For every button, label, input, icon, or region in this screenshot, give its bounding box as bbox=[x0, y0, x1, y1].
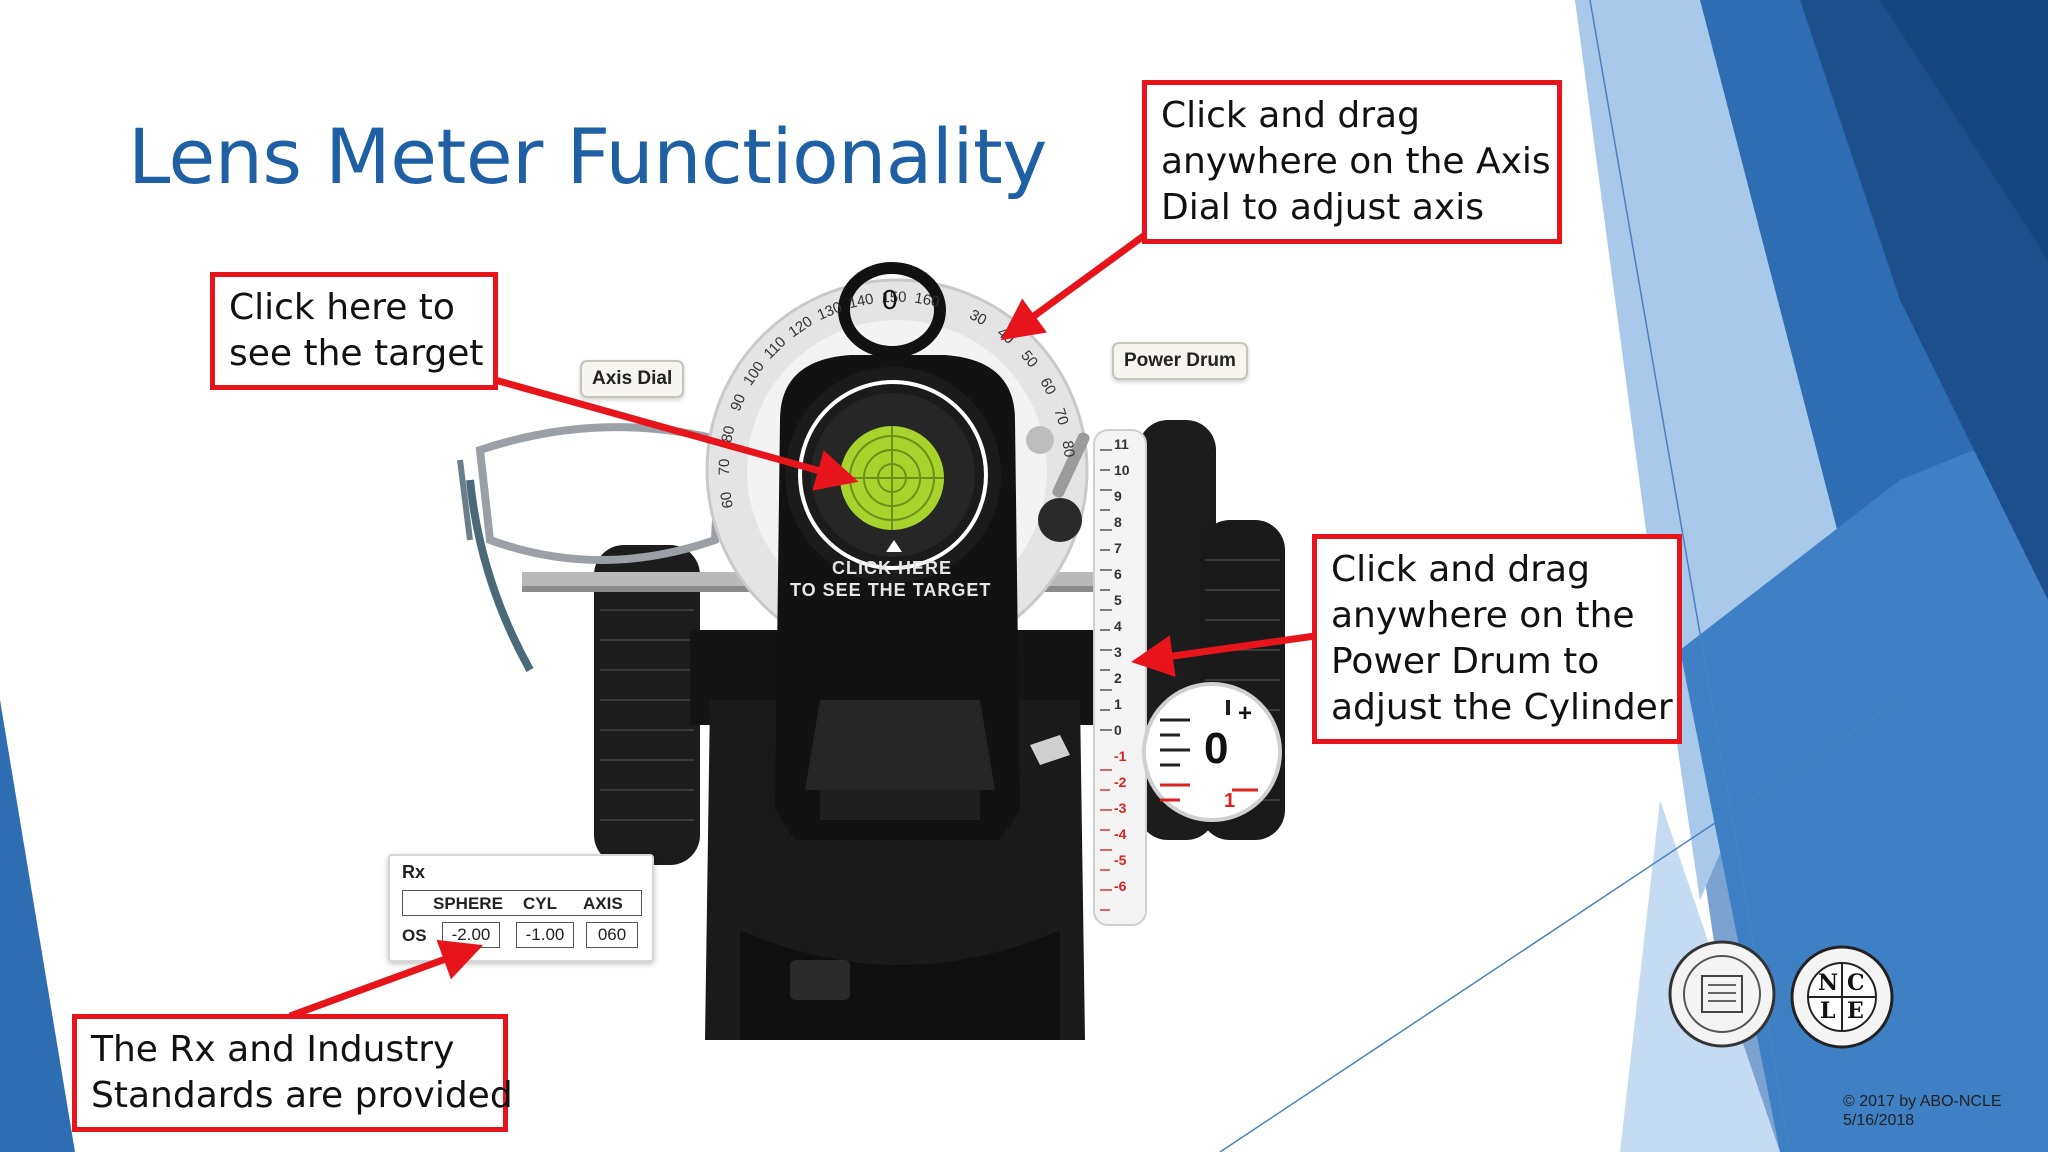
drum-number: 11 bbox=[1114, 436, 1129, 452]
callout-drum-line: adjust the Cylinder bbox=[1331, 687, 1673, 728]
drum-number: 5 bbox=[1114, 592, 1122, 608]
target-hint-line2[interactable]: TO SEE THE TARGET bbox=[790, 580, 992, 600]
callout-drum-line: Click and drag bbox=[1331, 549, 1590, 590]
axis-tick-label: 70 bbox=[716, 459, 733, 476]
ncle-letter-n: N bbox=[1818, 970, 1839, 996]
ncle-seal-icon bbox=[1790, 945, 1894, 1049]
arrow-to-target bbox=[494, 376, 859, 491]
drum-number: 6 bbox=[1114, 566, 1122, 582]
drum-number: 0 bbox=[1114, 722, 1122, 738]
ncle-letter-e: E bbox=[1847, 998, 1864, 1024]
rx-cyl-value: -1.00 bbox=[516, 922, 574, 948]
callout-drum-line: anywhere on the bbox=[1331, 595, 1635, 636]
callout-rx-line: Standards are provided bbox=[91, 1075, 513, 1116]
footer-date: 5/16/2018 bbox=[1843, 1112, 1915, 1129]
drum-number: -3 bbox=[1114, 800, 1127, 816]
arrow-to-rx bbox=[288, 939, 484, 1020]
axis-tick-label: 70 bbox=[1050, 406, 1071, 427]
drum-number: -4 bbox=[1114, 826, 1127, 842]
ncle-letter-l: L bbox=[1820, 998, 1836, 1024]
axis-tick-label: 80 bbox=[1059, 440, 1078, 459]
axis-tick-label: 80 bbox=[718, 424, 738, 444]
drum-number: -2 bbox=[1114, 774, 1127, 790]
axis-tick-label: 90 bbox=[727, 392, 749, 414]
power-readout: 0 bbox=[1204, 724, 1229, 773]
callout-target-line: see the target bbox=[229, 333, 484, 374]
abo-seal-icon bbox=[1668, 940, 1776, 1048]
slide-title: Lens Meter Functionality bbox=[128, 112, 1047, 201]
callout-axis: Click and drag anywhere on the Axis Dial… bbox=[1142, 80, 1562, 244]
axis-tick-label: 60 bbox=[1036, 375, 1059, 398]
target-hint-line1[interactable]: CLICK HERE bbox=[832, 558, 953, 578]
arrow-to-power-drum bbox=[1131, 632, 1316, 677]
rx-header-row: SPHERE CYL AXIS bbox=[402, 890, 642, 916]
callout-axis-line: Dial to adjust axis bbox=[1161, 187, 1484, 228]
callout-axis-line: Click and drag bbox=[1161, 95, 1420, 136]
drum-number: -6 bbox=[1114, 878, 1127, 894]
drum-number: 9 bbox=[1114, 488, 1122, 504]
callout-rx: The Rx and Industry Standards are provid… bbox=[72, 1014, 513, 1132]
drum-number: 2 bbox=[1114, 670, 1122, 686]
axis-tick-label: 160 bbox=[913, 290, 941, 311]
power-minus-mark: 1 bbox=[1224, 790, 1236, 812]
callout-target-line: Click here to bbox=[229, 287, 455, 328]
callout-power-drum: Click and drag anywhere on the Power Dru… bbox=[1312, 534, 1682, 744]
axis-dial-tag: Axis Dial bbox=[580, 360, 685, 398]
copyright-text: © 2017 by ABO-NCLE bbox=[1843, 1093, 2002, 1110]
rx-panel: Rx SPHERE CYL AXIS OS -2.00 -1.00 060 bbox=[388, 854, 654, 962]
callout-axis-line: anywhere on the Axis bbox=[1161, 141, 1551, 182]
callout-target: Click here to see the target bbox=[210, 272, 498, 390]
rx-header-axis: AXIS bbox=[583, 894, 623, 913]
rx-axis-value: 060 bbox=[586, 922, 638, 948]
rx-header-sphere: SPHERE bbox=[433, 894, 503, 913]
drum-number: 4 bbox=[1114, 618, 1122, 634]
callout-rx-line: The Rx and Industry bbox=[91, 1029, 455, 1070]
axis-zero-label: 0 bbox=[882, 284, 898, 315]
drum-number: 1 bbox=[1114, 696, 1122, 712]
axis-tick-label: 150 bbox=[881, 289, 906, 306]
axis-tick-label: 30 bbox=[967, 306, 990, 329]
drum-number: -5 bbox=[1114, 852, 1127, 868]
drum-number: 10 bbox=[1114, 462, 1130, 478]
copyright-footer: © 2017 by ABO-NCLE 5/16/2018 bbox=[1843, 1092, 2002, 1130]
power-plus-sign: + bbox=[1238, 700, 1253, 727]
drum-number: 7 bbox=[1114, 540, 1122, 556]
axis-dial-tag-label: Axis Dial bbox=[592, 368, 673, 389]
rx-header-cyl: CYL bbox=[523, 894, 557, 913]
drum-number: 8 bbox=[1114, 514, 1122, 530]
arrow-to-axis-dial bbox=[1000, 232, 1148, 341]
axis-tick-label: 140 bbox=[847, 290, 875, 312]
power-drum-tag: Power Drum bbox=[1112, 342, 1248, 380]
rx-title: Rx bbox=[402, 862, 426, 882]
ncle-letter-c: C bbox=[1847, 970, 1865, 996]
axis-tick-label: 60 bbox=[717, 490, 737, 509]
callout-drum-line: Power Drum to bbox=[1331, 641, 1600, 682]
rx-eye-label: OS bbox=[402, 926, 427, 945]
power-drum-tag-label: Power Drum bbox=[1124, 350, 1236, 371]
drum-number: 3 bbox=[1114, 644, 1122, 660]
drum-number: -1 bbox=[1114, 748, 1127, 764]
